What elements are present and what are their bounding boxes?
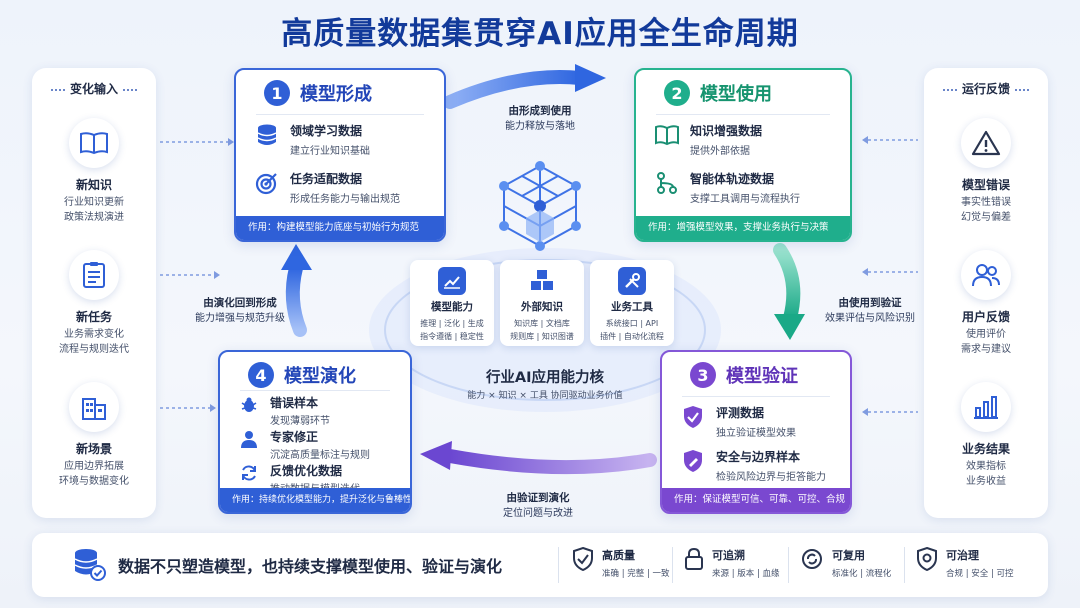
quality-item-reusable: 可复用标准化 | 流程化 (800, 547, 891, 579)
runtime-feedback-panel: 运行反馈 模型错误 事实性错误 幻觉与偏差 用户反馈 使用评价 需求与建议 业务… (924, 68, 1048, 518)
building-icon (69, 382, 119, 432)
core-module-external-knowledge: 外部知识 知识库 | 文档库 规则库 | 知识图谱 (500, 260, 584, 346)
tools-icon (618, 267, 646, 295)
core-module-model-capability: 模型能力 推理 | 泛化 | 生成 指令遵循 | 稳定性 (410, 260, 494, 346)
feedback-item-model-error: 模型错误 事实性错误 幻觉与偏差 (924, 118, 1048, 225)
stage-number-badge: 3 (690, 362, 716, 388)
database-check-icon (72, 547, 106, 585)
governance-icon (916, 546, 938, 575)
feedback-item-user-feedback: 用户反馈 使用评价 需求与建议 (924, 250, 1048, 357)
input-item-new-knowledge: 新知识 行业知识更新 政策法规演进 (32, 118, 156, 225)
bottom-main-text: 数据不只塑造模型，也持续支撑模型使用、验证与演化 (118, 557, 503, 576)
stage-row: 专家修正沉淀高质量标注与规则 (238, 428, 370, 461)
stage-title: 模型演化 (284, 366, 356, 387)
feedback-item-business-result: 业务结果 效果指标 业务收益 (924, 382, 1048, 489)
stage-row: 安全与边界样本检验风险边界与拒答能力 (680, 448, 826, 483)
shield-edit-icon (680, 448, 706, 474)
target-icon (254, 170, 280, 196)
page-title: 高质量数据集贯穿AI应用全生命周期 (281, 16, 799, 52)
stage-row: 智能体轨迹数据支撑工具调用与流程执行 (654, 170, 800, 205)
arrow-formation-to-use (443, 70, 587, 109)
stage-card-use: 2 模型使用 知识增强数据提供外部依据 智能体轨迹数据支撑工具调用与流程执行 作… (634, 68, 852, 242)
expert-icon (238, 428, 260, 450)
stage-row: 知识增强数据提供外部依据 (654, 122, 762, 157)
flow-label-formation-to-use: 由形成到使用能力释放与落地 (505, 105, 575, 132)
input-item-new-task: 新任务 业务需求变化 流程与规则迭代 (32, 250, 156, 357)
stage-number-badge: 1 (264, 80, 290, 106)
runtime-feedback-heading: 运行反馈 (924, 80, 1048, 97)
change-input-heading: 变化输入 (32, 80, 156, 97)
quality-item-high-quality: 高质量准确 | 完整 | 一致 (572, 546, 670, 579)
quality-shield-icon (572, 546, 594, 575)
stage-number-badge: 2 (664, 80, 690, 106)
stage-title: 模型验证 (726, 366, 798, 387)
network-cube-icon (499, 161, 581, 251)
warning-icon (961, 118, 1011, 168)
change-input-panel: 变化输入 新知识 行业知识更新 政策法规演进 新任务 业务需求变化 流程与规则迭… (32, 68, 156, 518)
arrow-use-to-validation (773, 243, 801, 325)
stage-row: 任务适配数据形成任务能力与输出规范 (254, 170, 400, 205)
quality-item-governable: 可治理合规 | 安全 | 可控 (916, 546, 1014, 579)
database-icon (254, 122, 280, 148)
stage-footer: 作用：保证模型可信、可靠、可控、合规 (662, 488, 850, 512)
flow-label-use-to-validation: 由使用到验证效果评估与风险识别 (825, 297, 915, 324)
checklist-icon (69, 250, 119, 300)
stage-row: 错误样本发现薄弱环节 (238, 394, 330, 427)
open-book-icon (654, 122, 680, 148)
stage-footer: 作用：持续优化模型能力，提升泛化与鲁棒性 (220, 488, 410, 512)
stage-title: 模型使用 (700, 84, 772, 105)
flow-icon (654, 170, 680, 196)
flow-label-evolution-to-formation: 由演化回到形成能力增强与规范升级 (195, 297, 285, 324)
shield-check-icon (680, 404, 706, 430)
input-connector (160, 139, 918, 413)
users-icon (961, 250, 1011, 300)
stage-card-validation: 3 模型验证 评测数据独立验证模型效果 安全与边界样本检验风险边界与拒答能力 作… (660, 350, 852, 514)
core-module-business-tools: 业务工具 系统接口 | API 插件 | 自动化流程 (590, 260, 674, 346)
reuse-icon (800, 547, 824, 575)
input-item-new-scenario: 新场景 应用边界拓展 环境与数据变化 (32, 382, 156, 489)
stage-row: 评测数据独立验证模型效果 (680, 404, 796, 439)
stage-footer: 作用：构建模型能力底座与初始行为规范 (236, 216, 444, 240)
arrow-validation-to-evolution (443, 449, 657, 475)
stage-card-formation: 1 模型形成 领域学习数据建立行业知识基础 任务适配数据形成任务能力与输出规范 … (234, 68, 446, 242)
refresh-icon (238, 462, 260, 484)
stage-number-badge: 4 (248, 362, 274, 388)
bar-chart-icon (961, 382, 1011, 432)
bottom-summary-bar: 数据不只塑造模型，也持续支撑模型使用、验证与演化 高质量准确 | 完整 | 一致… (32, 533, 1048, 597)
stage-row: 领域学习数据建立行业知识基础 (254, 122, 370, 157)
lock-icon (684, 547, 704, 575)
bug-icon (238, 394, 260, 416)
book-icon (69, 118, 119, 168)
growth-chart-icon (438, 267, 466, 295)
flow-label-validation-to-evolution: 由验证到演化定位问题与改进 (503, 492, 573, 519)
core-title: 行业AI应用能力核 (485, 370, 605, 386)
arrow-evolution-to-formation (285, 261, 307, 337)
stage-footer: 作用：增强模型效果，支撑业务执行与决策 (636, 216, 850, 240)
stage-title: 模型形成 (300, 84, 372, 105)
core-subtitle: 能力 × 知识 × 工具 协同驱动业务价值 (467, 391, 623, 401)
cubes-icon (528, 267, 556, 295)
quality-item-traceable: 可追溯来源 | 版本 | 血缘 (684, 547, 780, 579)
